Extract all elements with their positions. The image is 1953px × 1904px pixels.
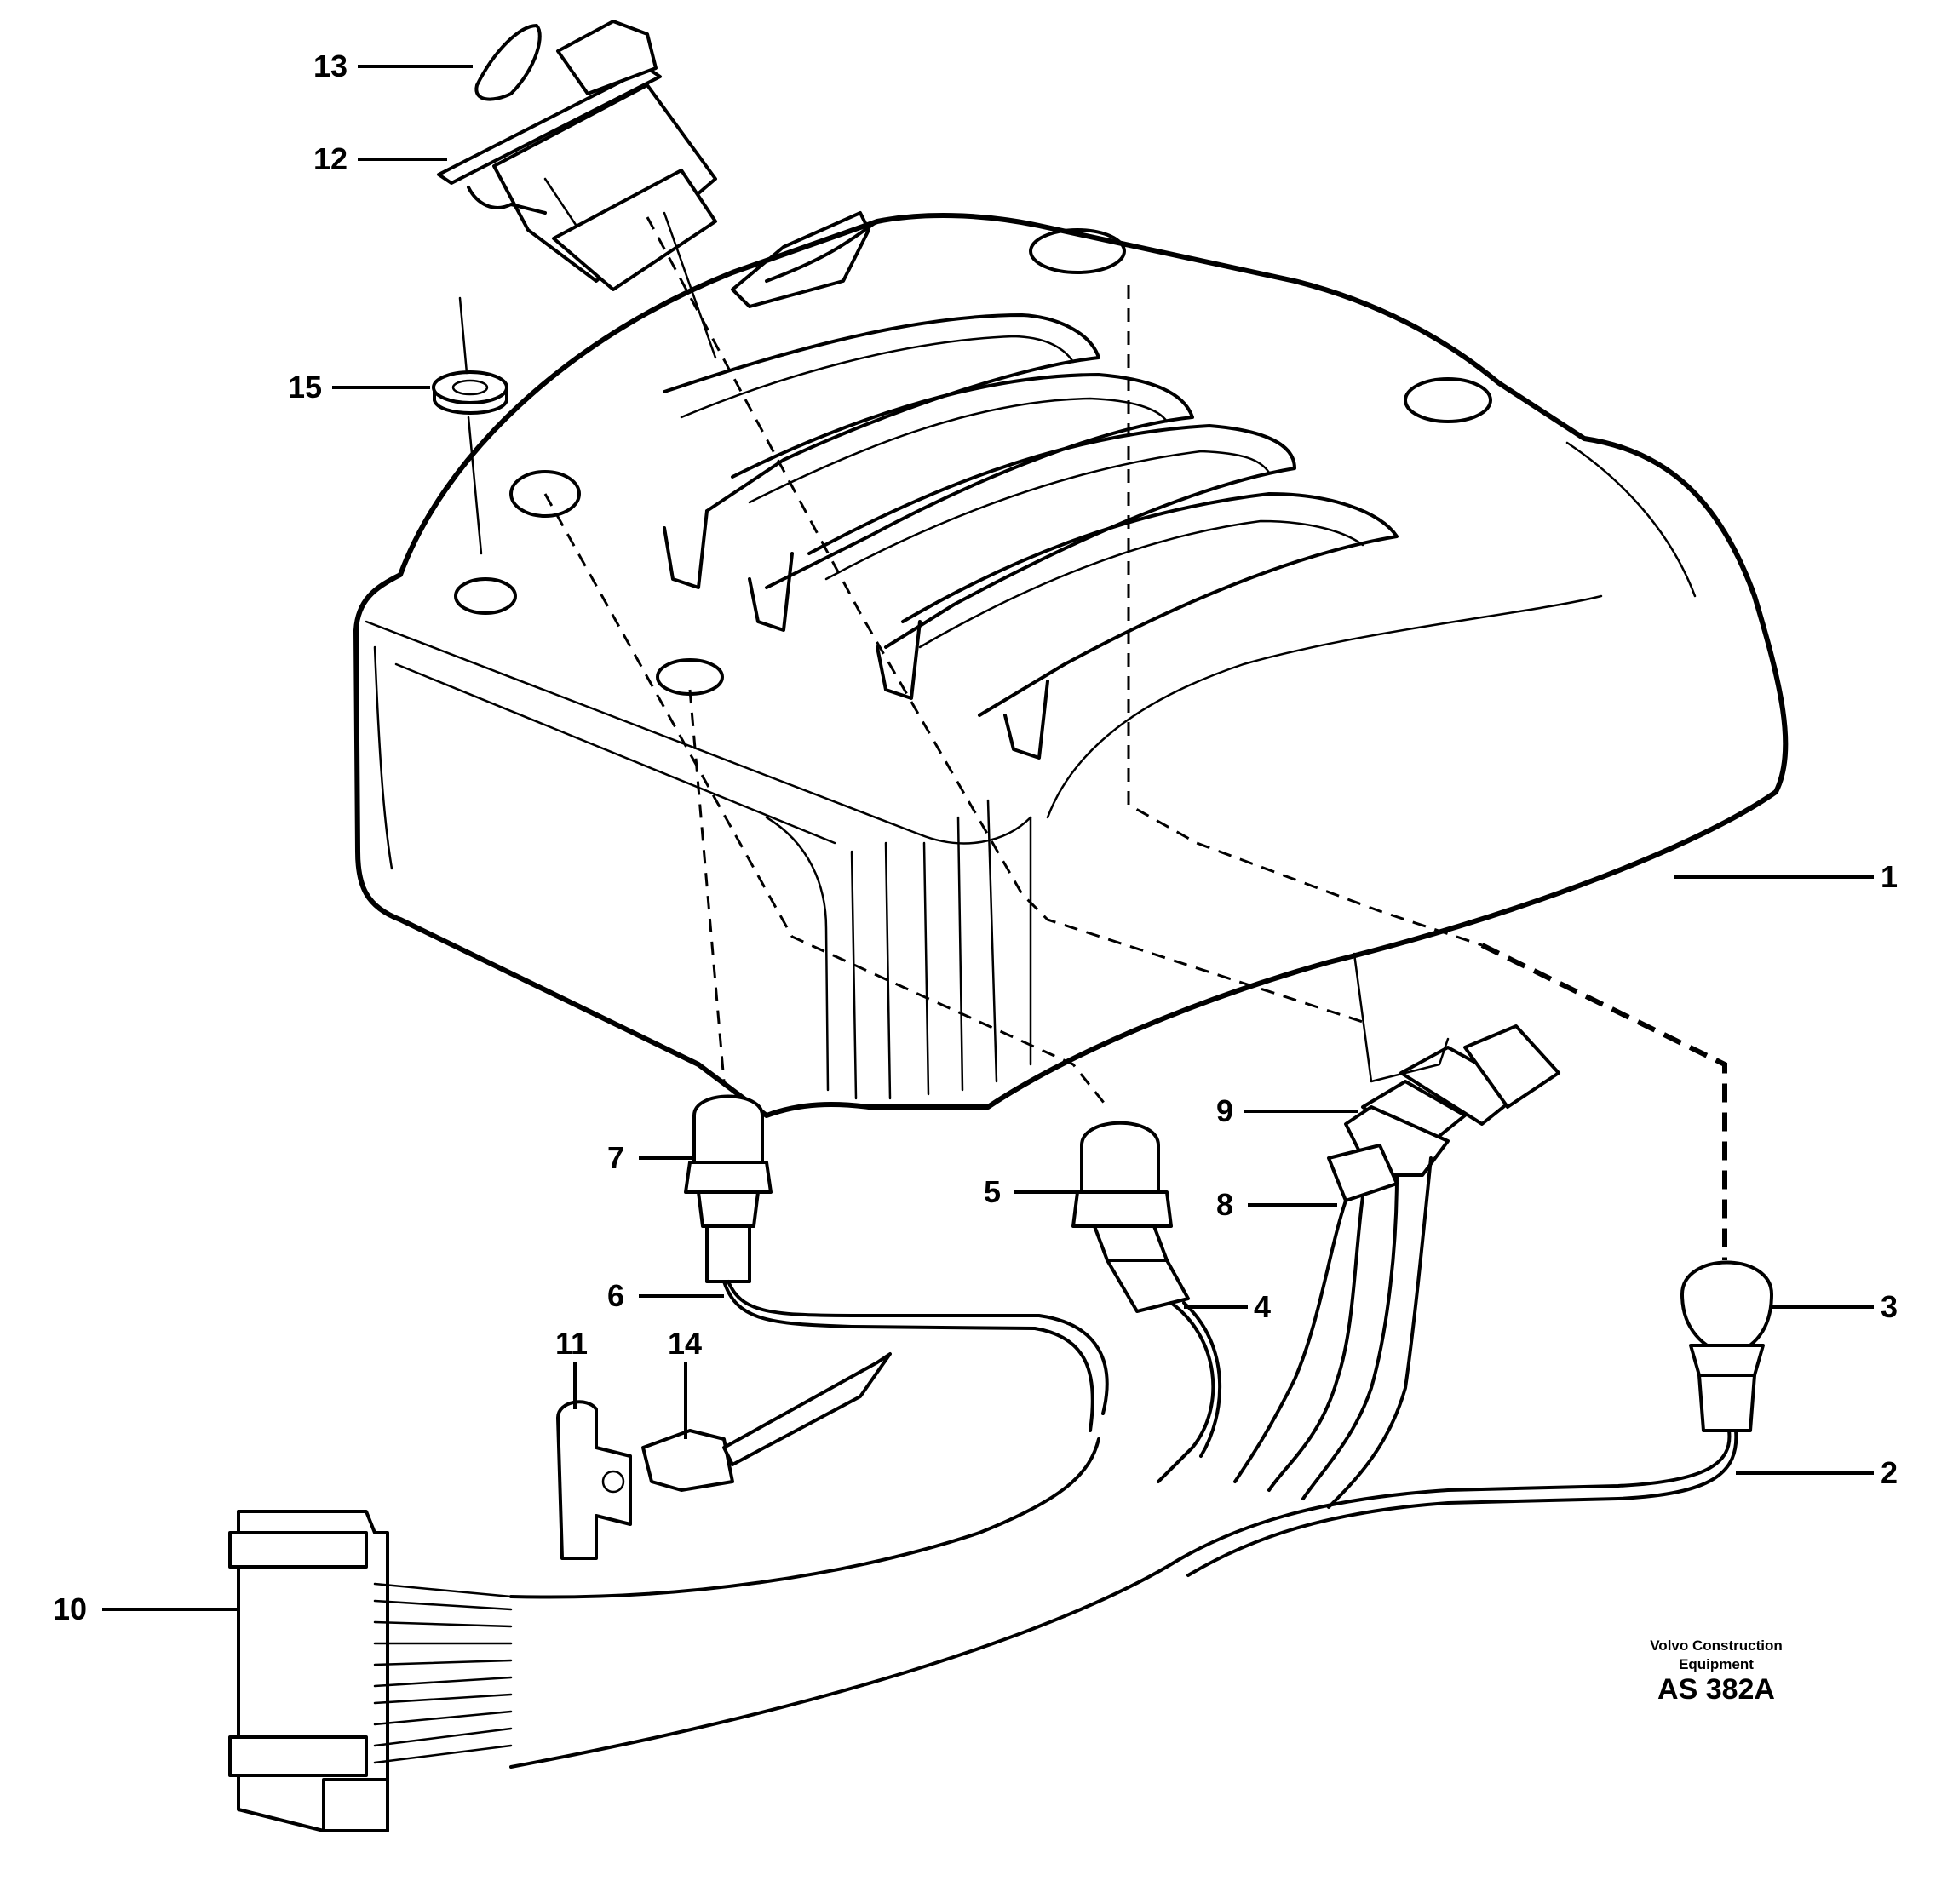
callout-3: 3 [1881,1289,1898,1324]
callout-8: 8 [1216,1187,1233,1222]
callout-leaders [102,65,1874,1611]
connector-9 [1327,952,1560,1202]
cable-2 [509,1429,1738,1769]
assembly-lines [543,211,1727,1260]
callout-2: 2 [1881,1455,1898,1490]
callout-7: 7 [607,1140,624,1175]
callout-numbers: 1 2 3 4 5 6 7 8 9 10 11 12 13 14 15 [53,49,1898,1626]
switch-cap [474,24,542,101]
wire-harness-8 [1233,1156,1433,1509]
manufacturer-credit: Volvo Construction Equipment [1650,1637,1783,1672]
drawing-code: AS 382A [1657,1673,1775,1706]
clip-11 [556,1400,632,1560]
callout-10: 10 [53,1591,87,1626]
callout-6: 6 [607,1278,624,1313]
callout-4: 4 [1254,1289,1271,1324]
multi-pin-connector-10 [228,1437,1100,1832]
cable-tie-14 [641,1352,892,1492]
rocker-switch [437,20,717,291]
callout-13: 13 [313,49,348,83]
indicator-lamp-7 [684,1094,773,1283]
callout-12: 12 [313,141,348,176]
callout-15: 15 [288,370,322,404]
cable-4 [1157,1301,1222,1483]
cable-6 [722,1280,1109,1432]
callout-9: 9 [1216,1093,1233,1128]
callout-5: 5 [984,1174,1001,1209]
indicator-lamp-3 [1680,1260,1773,1432]
callout-11: 11 [555,1326,588,1361]
grommet [432,296,508,555]
console-housing [353,211,1789,1118]
callout-14: 14 [668,1326,702,1361]
indicator-lamp-5 [1071,1121,1190,1313]
callout-1: 1 [1881,859,1898,894]
